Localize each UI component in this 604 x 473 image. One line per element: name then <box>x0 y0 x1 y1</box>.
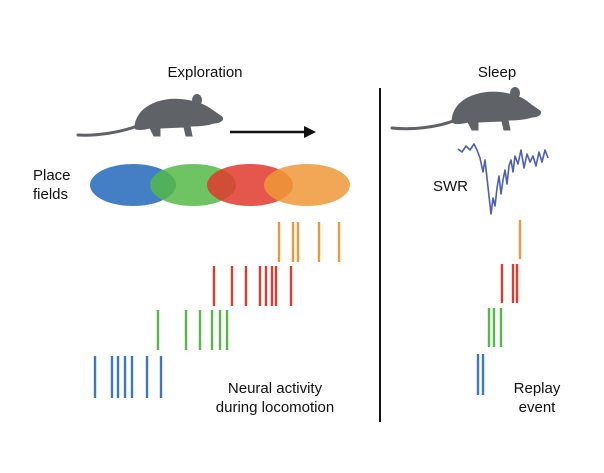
swr-trace <box>457 143 549 215</box>
replay-line2: event <box>518 399 556 416</box>
replay-row-red <box>500 264 519 303</box>
arrow-right-icon <box>230 126 316 138</box>
spike-row-orange <box>277 222 341 262</box>
sleep-title: Sleep <box>477 64 517 81</box>
spike-row-blue <box>93 356 163 398</box>
place-fields-label: Place fields <box>33 166 71 204</box>
replay-spikes <box>476 220 522 395</box>
spike-row-green <box>156 310 229 350</box>
place-field-ellipses <box>90 164 350 206</box>
exploration-title: Exploration <box>167 64 243 81</box>
neural-activity-line1: Neural activity <box>227 380 323 397</box>
neural-activity-line2: during locomotion <box>215 399 335 416</box>
place-field-orange <box>264 164 350 206</box>
exploration-spikes <box>93 222 341 398</box>
replay-line1: Replay <box>513 380 561 397</box>
swr-label: SWR <box>433 178 468 195</box>
place-fields-line2: fields <box>33 186 69 203</box>
replay-row-green <box>487 308 503 347</box>
place-field-blue <box>90 164 176 206</box>
replay-row-blue <box>476 354 485 395</box>
rat-sleep-icon <box>390 87 541 131</box>
replay-event-label: Replay event <box>497 379 577 417</box>
neural-activity-label: Neural activity during locomotion <box>200 379 350 417</box>
rat-exploration-icon <box>76 94 223 137</box>
spike-row-red <box>212 266 293 306</box>
place-fields-line1: Place <box>33 167 71 184</box>
